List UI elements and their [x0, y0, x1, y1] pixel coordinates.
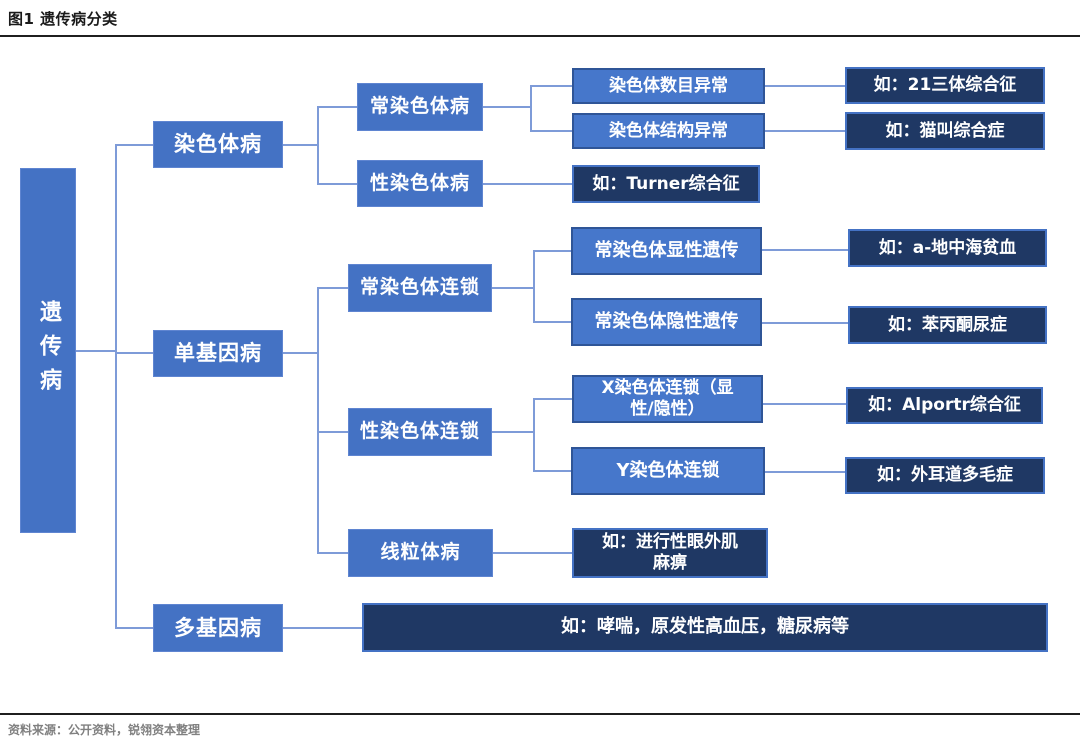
example-polygenic-diseases: 如：哮喘，原发性高血压，糖尿病等 — [362, 603, 1048, 652]
connector — [317, 431, 348, 433]
example-cri-du-chat: 如：猫叫综合症 — [845, 112, 1045, 150]
connector — [283, 352, 317, 354]
node-sex-chromosome-linkage: 性染色体连锁 — [348, 408, 492, 456]
node-monogenic-disease: 单基因病 — [153, 330, 283, 377]
connector — [762, 322, 848, 324]
connector — [533, 398, 535, 472]
connector — [765, 471, 845, 473]
connector — [317, 106, 357, 108]
connector — [533, 398, 572, 400]
example-trisomy21: 如：21三体综合征 — [845, 67, 1045, 104]
connector — [283, 144, 317, 146]
example-ophthalmoplegia: 如：进行性眼外肌 麻痹 — [572, 528, 768, 578]
node-chromosome-number-abnormality: 染色体数目异常 — [572, 68, 765, 104]
source-note: 资料来源：公开资料，锐翎资本整理 — [8, 723, 201, 737]
node-autosomal-disease: 常染色体病 — [357, 83, 483, 131]
connector — [283, 627, 362, 629]
connector — [317, 183, 357, 185]
connector — [765, 85, 845, 87]
bottom-divider — [0, 713, 1080, 715]
connector — [317, 287, 348, 289]
node-genetic-disease: 遗传病 — [20, 168, 76, 533]
connector — [317, 552, 348, 554]
connector — [762, 249, 848, 251]
example-turner: 如：Turner综合征 — [572, 165, 760, 203]
connector — [530, 85, 572, 87]
node-autosomal-recessive: 常染色体隐性遗传 — [571, 298, 762, 346]
node-mitochondrial-disease: 线粒体病 — [348, 529, 493, 577]
connector — [763, 403, 846, 405]
connector — [483, 183, 572, 185]
node-chromosome-structure-abnormality: 染色体结构异常 — [572, 113, 765, 149]
connector — [533, 321, 571, 323]
connector — [765, 130, 845, 132]
node-autosomal-linkage: 常染色体连锁 — [348, 264, 492, 312]
connector — [533, 470, 571, 472]
example-thalassemia: 如：a-地中海贫血 — [848, 229, 1047, 267]
connector — [115, 144, 117, 629]
example-hairy-ear: 如：外耳道多毛症 — [845, 457, 1045, 494]
example-pku: 如：苯丙酮尿症 — [848, 306, 1047, 344]
connector — [492, 431, 533, 433]
connector — [317, 106, 319, 185]
connector — [493, 552, 572, 554]
connector — [530, 85, 532, 132]
connector — [115, 352, 153, 354]
connector — [492, 287, 533, 289]
connector — [533, 250, 535, 323]
connector — [115, 144, 153, 146]
node-chromosomal-disease: 染色体病 — [153, 121, 283, 168]
node-sex-chromosome-disease: 性染色体病 — [357, 160, 483, 207]
node-autosomal-dominant: 常染色体显性遗传 — [571, 227, 762, 275]
connector — [530, 130, 572, 132]
connector — [76, 350, 115, 352]
figure-title: 图1 遗传病分类 — [8, 10, 118, 28]
top-divider — [0, 35, 1080, 37]
connector — [317, 287, 319, 554]
connector — [115, 627, 153, 629]
connector — [533, 250, 571, 252]
node-x-linkage: X染色体连锁（显 性/隐性） — [572, 375, 763, 423]
example-alport: 如：Alportr综合征 — [846, 387, 1043, 424]
connector — [483, 106, 530, 108]
node-polygenic-disease: 多基因病 — [153, 604, 283, 652]
node-y-linkage: Y染色体连锁 — [571, 447, 765, 495]
